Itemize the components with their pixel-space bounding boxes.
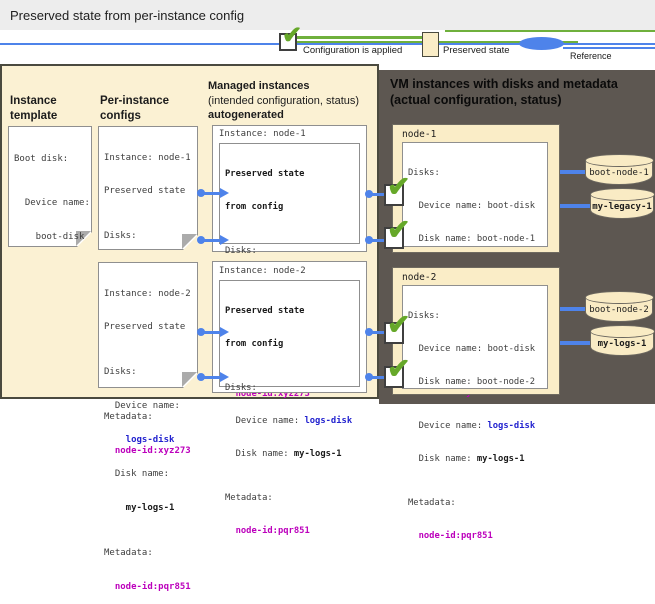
config-applied-check: ✔ (384, 173, 410, 206)
legend-blue-line-right (563, 47, 655, 49)
connector-line (371, 330, 386, 334)
cylinder-top (589, 188, 655, 201)
cylinder-top (584, 154, 654, 167)
connector-dot (365, 190, 373, 198)
connector-line (371, 375, 386, 379)
per-instance-configs-header: Per-instance configs (100, 95, 170, 122)
disk-cylinder-my-logs-1: my-logs-1 (589, 325, 655, 356)
page-title: Preserved state from per-instance config (10, 8, 245, 23)
connector-line (203, 238, 221, 242)
connector-dot (365, 373, 373, 381)
checkmark-icon: ✔ (387, 309, 411, 340)
arrowhead-icon (220, 188, 229, 198)
checkmark-icon: ✔ (282, 22, 303, 49)
managed-instances-header: Managed instances (intended configuratio… (208, 80, 360, 121)
legend-reference-pill (519, 37, 564, 50)
connector-dot (197, 236, 205, 244)
legend-green-arrow-short (296, 36, 430, 39)
disk-link-line (560, 204, 591, 208)
connector-dot (197, 328, 205, 336)
managed-instance-node-2-preserved-box (219, 280, 360, 387)
connector-line (203, 191, 221, 195)
disk-link-line (560, 170, 586, 174)
managed-instance-node-2-content: Preserved state from config Disks: Devic… (225, 306, 353, 536)
arrowhead-icon (220, 372, 229, 382)
per-instance-config-card-node-2 (98, 262, 198, 388)
legend-preserved-state-swatch (422, 32, 439, 57)
arrowhead-icon (220, 235, 229, 245)
legend-preserved-label: Preserved state (443, 45, 510, 56)
disk-cylinder-my-legacy-1: my-legacy-1 (589, 188, 655, 219)
connector-line (371, 192, 386, 196)
vm-node-2-content: Disks: Device name: boot-disk Disk name:… (408, 311, 536, 541)
vm-panel-header: VM instances with disks and metadata (ac… (390, 77, 618, 107)
cylinder-top (589, 325, 655, 338)
disk-link-line (560, 341, 591, 345)
connector-dot (365, 236, 373, 244)
legend-check-icon: ✔ (279, 24, 302, 51)
legend-reference-label: Reference (570, 51, 612, 61)
vm-node-1-title: node-1 (402, 129, 437, 140)
per-instance-config-node-2-content: Instance: node-2 Preserved state Disks: … (104, 288, 191, 592)
checkmark-icon: ✔ (387, 353, 411, 384)
per-instance-config-card-node-1 (98, 126, 198, 250)
managed-instance-node-2-title: Instance: node-2 (219, 266, 306, 276)
title-bar: Preserved state from per-instance config (0, 0, 655, 30)
vm-node-1-box (402, 142, 548, 247)
instance-template-content: Boot disk: Device name: boot-disk (14, 153, 90, 243)
connector-dot (197, 189, 205, 197)
connector-line (371, 238, 386, 242)
arrowhead-icon (220, 327, 229, 337)
connector-line (203, 330, 221, 334)
config-applied-check: ✔ (384, 355, 410, 388)
checkmark-icon: ✔ (387, 214, 411, 245)
legend-green-line-right (445, 30, 655, 32)
managed-instance-node-1-title: Instance: node-1 (219, 129, 306, 139)
checkmark-icon: ✔ (387, 171, 411, 202)
disk-link-line (560, 307, 586, 311)
config-applied-check: ✔ (384, 216, 410, 249)
config-applied-check: ✔ (384, 311, 410, 344)
vm-node-2-title: node-2 (402, 272, 437, 283)
connector-dot (365, 328, 373, 336)
legend-blue-arrow-line (0, 43, 655, 45)
disk-cylinder-boot-node-1: boot-node-1 (584, 154, 654, 185)
connector-line (203, 375, 221, 379)
connector-dot (197, 373, 205, 381)
cylinder-top (584, 291, 654, 304)
vm-node-2-box (402, 285, 548, 389)
legend-applied-label: Configuration is applied (303, 45, 403, 56)
disk-cylinder-boot-node-2: boot-node-2 (584, 291, 654, 322)
instance-template-header: Instance template (10, 95, 58, 122)
